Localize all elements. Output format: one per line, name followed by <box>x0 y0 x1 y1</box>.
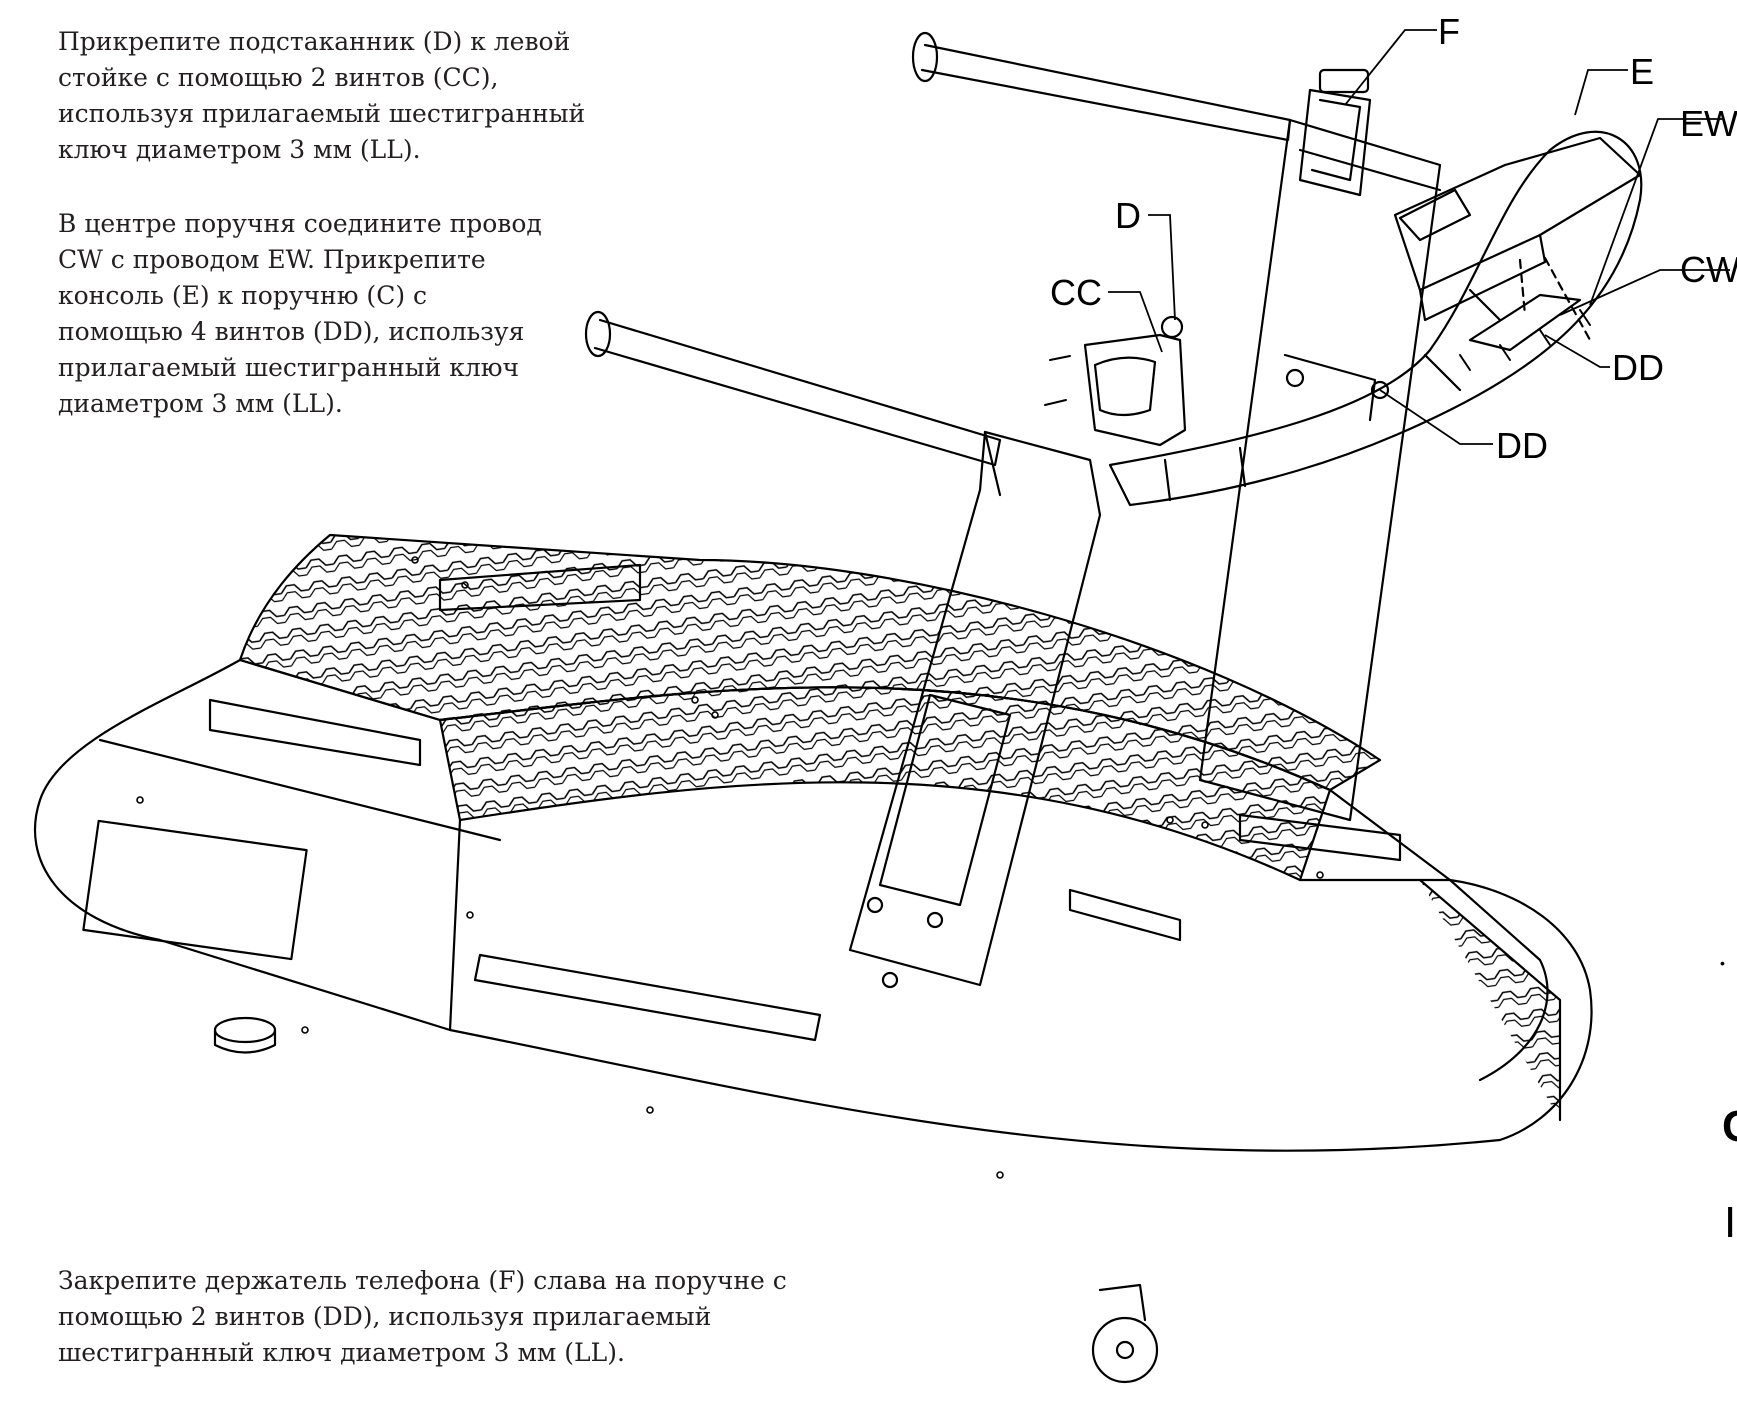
screws-cc <box>1044 355 1071 406</box>
console-mount-plate <box>1468 256 1592 352</box>
edge-fragment-i: I <box>1724 1198 1737 1247</box>
cupholder <box>1083 315 1187 447</box>
callout-d: D <box>1115 195 1141 236</box>
treadmill-deck <box>33 533 1593 1384</box>
callout-cw: CW <box>1680 249 1737 290</box>
callout-dd-right: DD <box>1612 347 1664 388</box>
callout-dd-center: DD <box>1496 425 1548 466</box>
lower-handrail <box>584 310 1002 467</box>
deck-screws <box>136 556 1324 1179</box>
leader-lines <box>1108 29 1730 445</box>
screws-dd <box>1459 309 1591 371</box>
curved-handrail <box>1108 130 1643 507</box>
callout-ew: EW <box>1680 103 1737 144</box>
front-upright <box>848 430 1102 989</box>
edge-fragment-c: C <box>1722 1102 1737 1152</box>
phone-holder <box>1298 68 1372 197</box>
callout-f: F <box>1438 11 1460 52</box>
callout-e: E <box>1630 51 1654 92</box>
upper-handrail <box>911 31 1292 142</box>
edge-mark: • <box>1720 955 1725 971</box>
instruction-console: В центре поручня соедините провод CW с п… <box>58 209 542 418</box>
callout-cc: CC <box>1050 272 1102 313</box>
instruction-phone-holder: Закрепите держатель телефона (F) слава н… <box>58 1266 787 1367</box>
rear-upright <box>1198 118 1442 822</box>
instruction-cupholder: Прикрепите подстаканник (D) к левой стой… <box>58 27 586 164</box>
console <box>1393 136 1642 322</box>
